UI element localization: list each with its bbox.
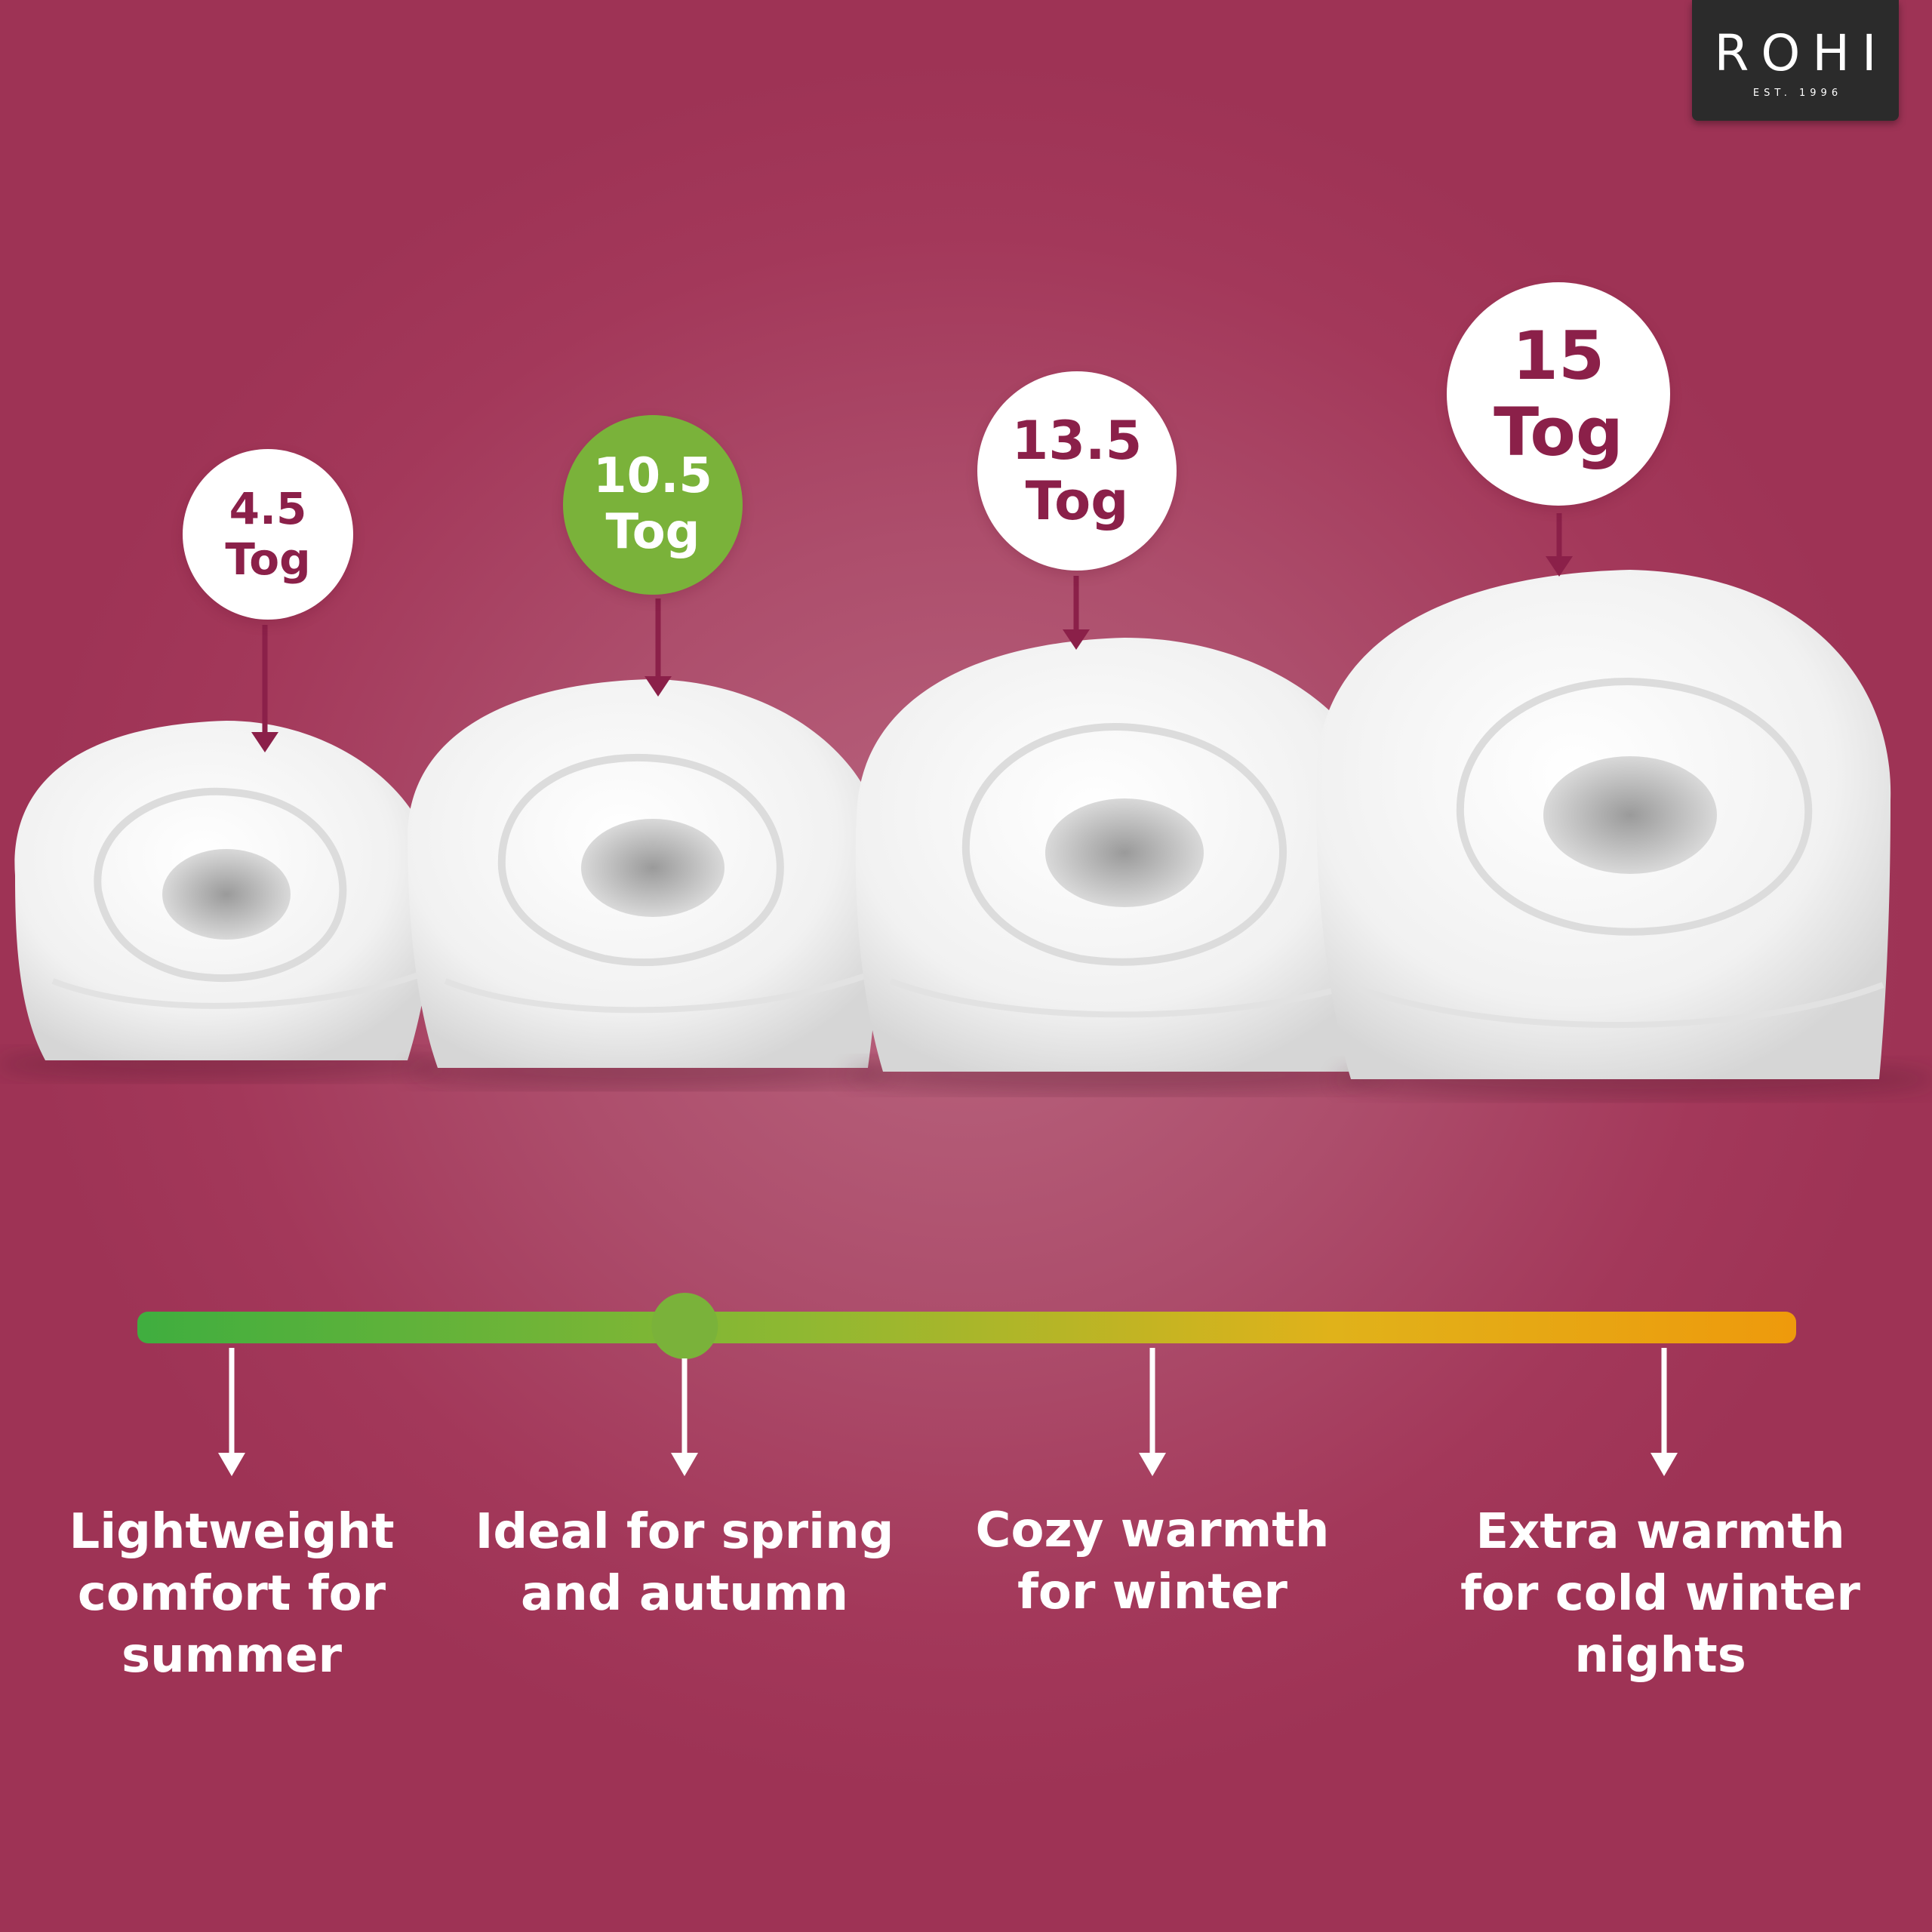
tog-badge-13-5: 13.5 Tog — [977, 371, 1177, 571]
tog-badge-10-5: 10.5 Tog — [563, 415, 743, 595]
description-spring-autumn: Ideal for spring and autumn — [462, 1502, 907, 1626]
description-line: Extra warmth — [1475, 1504, 1845, 1560]
warmth-scale-marker — [651, 1293, 718, 1359]
tog-unit: Tog — [1494, 393, 1623, 471]
tog-unit: Tog — [1025, 470, 1129, 532]
duvet-roll-10-5 — [408, 679, 891, 1088]
description-line: nights — [1574, 1627, 1746, 1684]
brand-name: ROHI — [1714, 24, 1889, 82]
description-line: Ideal for spring — [475, 1504, 894, 1560]
duvet-roll-4-5 — [0, 721, 445, 1081]
description-line: for winter — [1017, 1564, 1287, 1620]
description-line: and autumn — [521, 1565, 848, 1622]
description-cold-winter: Extra warmth for cold winter nights — [1434, 1502, 1887, 1687]
tog-value: 4.5 — [229, 483, 307, 535]
description-line: for cold winter — [1460, 1565, 1860, 1622]
description-line: summer — [122, 1627, 342, 1684]
tog-value: 10.5 — [593, 448, 712, 505]
description-line: Lightweight — [69, 1504, 395, 1560]
description-line: Cozy warmth — [975, 1503, 1330, 1558]
description-summer: Lightweight comfort for summer — [43, 1502, 420, 1687]
tog-unit: Tog — [225, 534, 311, 585]
warmth-scale-track — [137, 1312, 1796, 1343]
description-line: comfort for — [77, 1565, 386, 1622]
tog-badge-15: 15 Tog — [1447, 282, 1670, 506]
tog-value: 13.5 — [1011, 409, 1143, 472]
tog-badge-4-5: 4.5 Tog — [183, 449, 353, 620]
duvet-roll-13-5 — [845, 638, 1389, 1094]
caption-arrows — [218, 1348, 1678, 1476]
tog-value: 15 — [1512, 316, 1605, 395]
brand-tagline: EST. 1996 — [1752, 88, 1843, 99]
duvet-roll-15 — [1316, 570, 1932, 1099]
brand-logo: ROHI EST. 1996 — [1692, 0, 1899, 121]
tog-unit: Tog — [605, 504, 700, 560]
description-winter: Cozy warmth for winter — [952, 1500, 1352, 1624]
